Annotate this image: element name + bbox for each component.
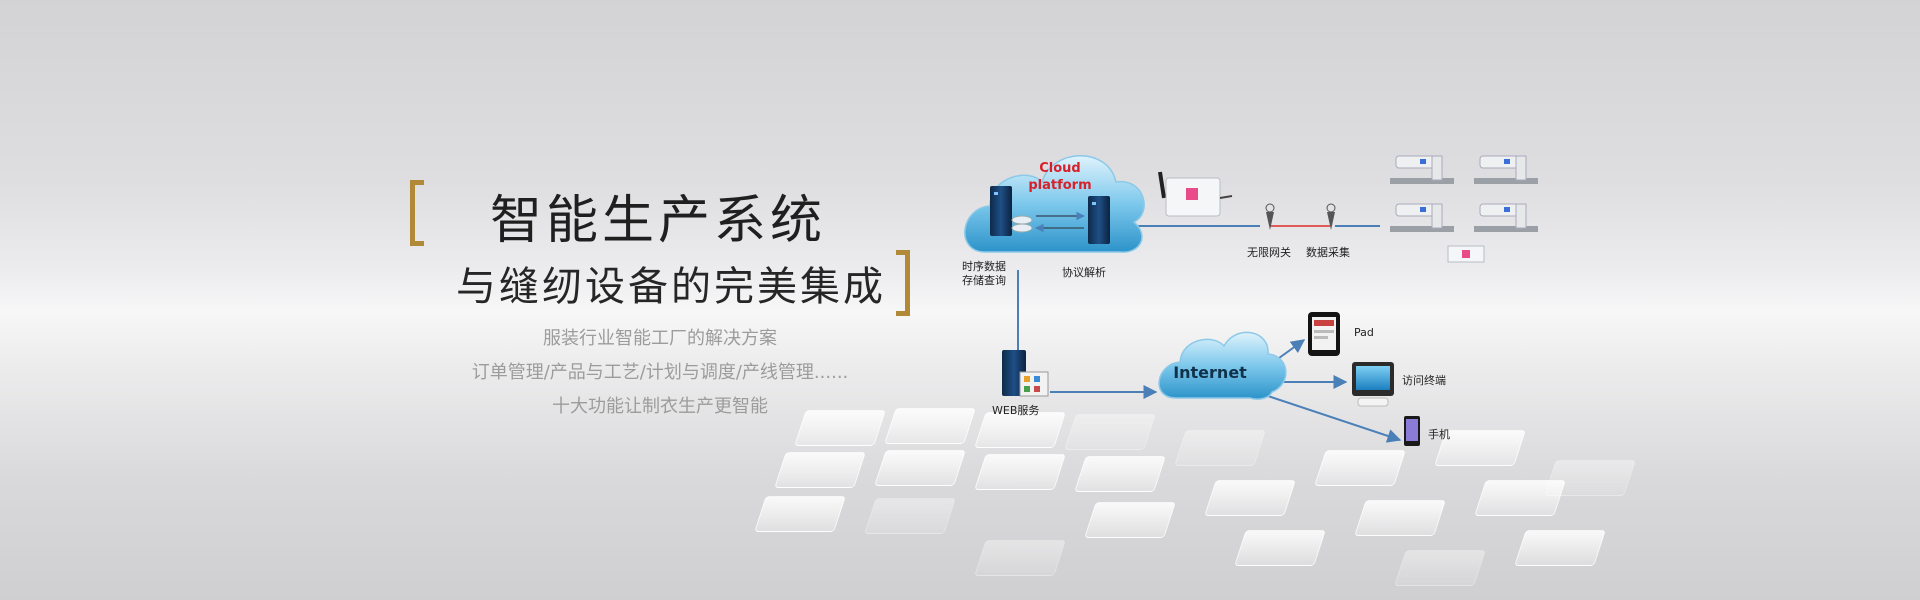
- pad-device: [1308, 312, 1340, 356]
- collector-device: [1158, 171, 1233, 217]
- signal-icon: [1265, 203, 1275, 213]
- web-server: [1002, 350, 1049, 397]
- data-collector-antenna: [1326, 203, 1336, 230]
- collector-label: 数据采集: [1306, 245, 1350, 259]
- page-title: 智能生产系统: [490, 191, 827, 251]
- collector-badge: [1186, 188, 1198, 200]
- mobile-phone: [1404, 416, 1420, 446]
- sewing-machine-icon: [1474, 203, 1538, 232]
- terminal-label: 访问终端: [1402, 373, 1446, 387]
- description-line-3: 十大功能让制衣生产更智能: [552, 396, 768, 417]
- page-subtitle: 与缝纫设备的完美集成: [456, 264, 886, 310]
- gateway-label: 无限网关: [1247, 245, 1291, 259]
- internet-to-phone-arrow: [1267, 395, 1402, 443]
- server-icon: [1088, 196, 1110, 244]
- database-icon: [1011, 223, 1033, 233]
- cloud-icon: [1158, 331, 1287, 400]
- storage-label-1: 时序数据: [962, 259, 1006, 273]
- internet-cloud: Internet: [1158, 331, 1287, 400]
- server-led: [994, 192, 998, 195]
- phone-label: 手机: [1428, 427, 1450, 441]
- collector-badge: [1462, 250, 1470, 258]
- sewing-machines: [1390, 155, 1538, 263]
- description-line-1: 服装行业智能工厂的解决方案: [543, 328, 777, 349]
- monitor-icon: [1019, 371, 1049, 397]
- sewing-machine-icon: [1390, 155, 1454, 184]
- antenna-icon: [1158, 171, 1166, 199]
- internet-label: Internet: [1173, 363, 1247, 382]
- left-bracket: [410, 180, 424, 246]
- antenna-icon: [1266, 212, 1274, 230]
- right-bracket: [896, 250, 910, 316]
- web-label: WEB服务: [992, 404, 1039, 417]
- cloud-label-2: platform: [1028, 178, 1091, 193]
- sewing-machine-icon: [1474, 155, 1538, 184]
- sewing-machine-icon: [1390, 203, 1454, 232]
- server-icon: [990, 186, 1012, 236]
- cloud-label-1: Cloud: [1039, 161, 1081, 176]
- pad-label: Pad: [1354, 326, 1374, 339]
- server-led: [1092, 202, 1096, 205]
- signal-icon: [1326, 203, 1336, 213]
- database-icon: [1011, 215, 1033, 225]
- cable-icon: [1219, 195, 1233, 199]
- protocol-label: 协议解析: [1062, 265, 1106, 279]
- description-line-2: 订单管理/产品与工艺/计划与调度/产线管理......: [471, 362, 849, 383]
- antenna-icon: [1327, 212, 1335, 230]
- access-terminal: [1352, 362, 1394, 407]
- storage-label-2: 存储查询: [962, 273, 1006, 287]
- cloud-platform: Cloud platform: [964, 155, 1145, 253]
- wireless-gateway: [1265, 203, 1275, 230]
